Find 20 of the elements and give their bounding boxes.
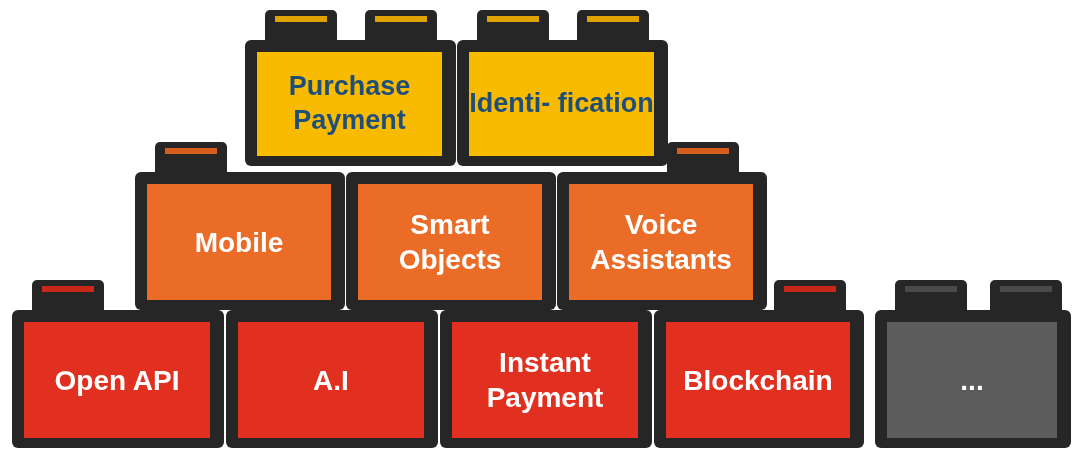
brick-label: Purchase Payment [257,52,442,156]
brick-label: Smart Objects [358,184,542,300]
brick-label: Mobile [147,184,331,300]
brick-label: A.I [238,322,424,438]
building-brick [346,172,556,310]
brick-label: Identi- fication [469,52,654,156]
brick-label: Instant Payment [452,322,638,438]
building-brick [654,310,864,448]
brick-label: Blockchain [666,322,850,438]
building-brick [245,40,456,166]
building-brick [12,310,224,448]
brick-label: Open API [24,322,210,438]
brick-label: ... [887,322,1057,438]
brick-label: Voice Assistants [569,184,753,300]
building-brick [440,310,652,448]
building-brick [135,172,345,310]
building-brick [557,172,767,310]
building-brick [226,310,438,448]
building-brick [875,310,1071,448]
building-brick [457,40,668,166]
